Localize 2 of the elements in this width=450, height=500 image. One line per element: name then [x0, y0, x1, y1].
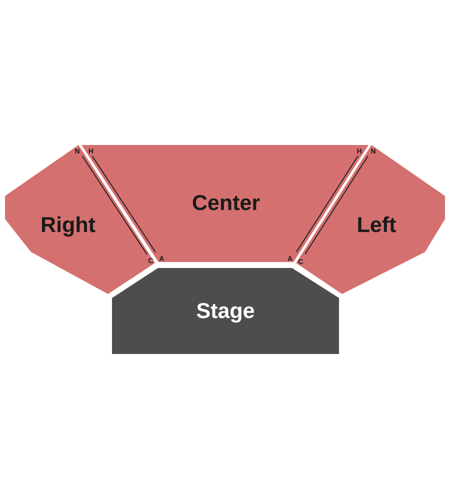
node-label: Center [192, 194, 260, 210]
stage-area: Stage [112, 268, 339, 354]
